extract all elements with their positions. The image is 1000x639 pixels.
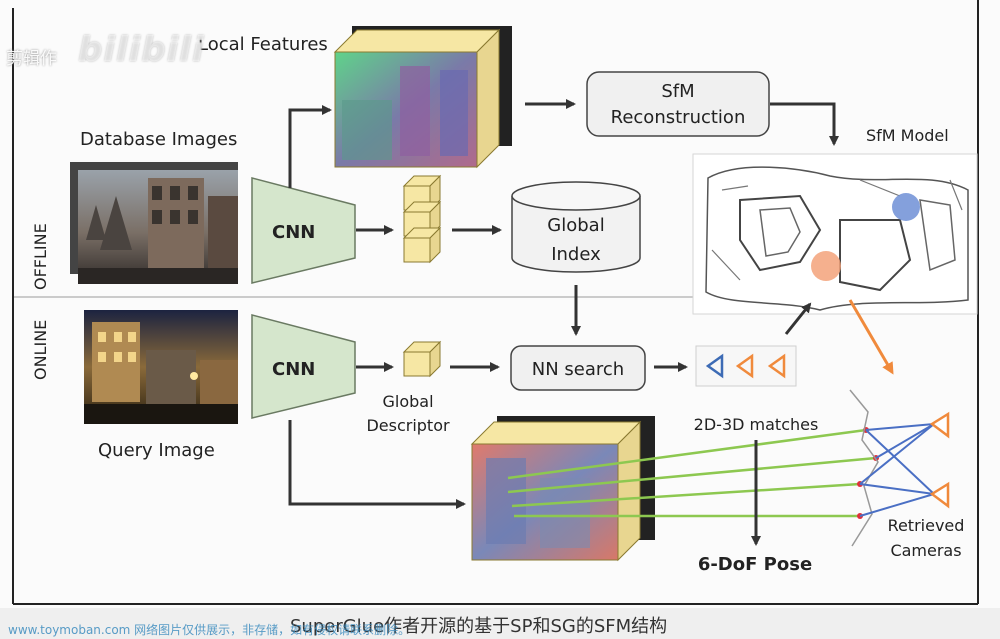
footer-bar	[0, 608, 1000, 639]
caption-text: SuperGlue作者开源的基于SP和SG的SFM结构	[290, 616, 668, 637]
retrieved-camera-1-icon	[929, 411, 950, 439]
global-index-line1: Global	[547, 215, 604, 236]
database-images-label: Database Images	[80, 129, 237, 150]
retrieved-cameras-box	[695, 345, 797, 387]
footer-site-text: www.toymoban.com 网络图片仅供展示，非存储，如有侵权请联系删除。	[8, 623, 411, 637]
global-index-cylinder	[511, 181, 641, 273]
nn-search-box	[510, 345, 646, 391]
sfm-model-map	[692, 153, 978, 315]
retrieved-cameras-line2: Cameras	[890, 541, 961, 560]
query-image-label: Query Image	[98, 440, 215, 461]
query-features-cube	[470, 416, 655, 562]
sfm-reconstruction-line2: Reconstruction	[611, 107, 746, 128]
flow-arrows	[288, 99, 839, 546]
global-descriptor-line1: Global	[382, 392, 433, 411]
sfm-model-label: SfM Model	[866, 126, 949, 145]
retrieved-cameras-line1: Retrieved	[888, 516, 965, 535]
cnn-offline-label: CNN	[272, 222, 315, 243]
watermark-left: 剪辑作	[6, 49, 57, 69]
sfm-reconstruction-line1: SfM	[661, 81, 694, 102]
online-label: ONLINE	[31, 320, 50, 380]
descriptor-stack	[402, 174, 442, 264]
sfm-reconstruction-box	[586, 71, 770, 137]
pose-label: 6-DoF Pose	[698, 554, 812, 575]
local-features-label: Local Features	[198, 34, 328, 55]
match-lines	[507, 428, 877, 518]
matches-label: 2D-3D matches	[694, 415, 819, 434]
nn-search-label: NN search	[532, 359, 624, 380]
match-points	[857, 427, 879, 519]
camera-rays	[859, 423, 935, 517]
orange-arrow	[848, 299, 894, 375]
cnn-online-label: CNN	[272, 359, 315, 380]
global-descriptor-line2: Descriptor	[366, 416, 450, 435]
cnn-offline-block	[251, 177, 356, 284]
watermark-bilibili: bilibili	[78, 30, 205, 70]
database-images-stack	[70, 162, 238, 284]
offline-label: OFFLINE	[31, 223, 50, 290]
global-descriptor-cube	[402, 340, 442, 378]
global-index-line2: Index	[551, 244, 601, 265]
cnn-online-block	[251, 314, 356, 419]
query-image	[84, 310, 238, 424]
retrieved-camera-2-icon	[929, 481, 950, 509]
local-features-cube	[333, 26, 512, 169]
structure-outline	[849, 389, 879, 547]
